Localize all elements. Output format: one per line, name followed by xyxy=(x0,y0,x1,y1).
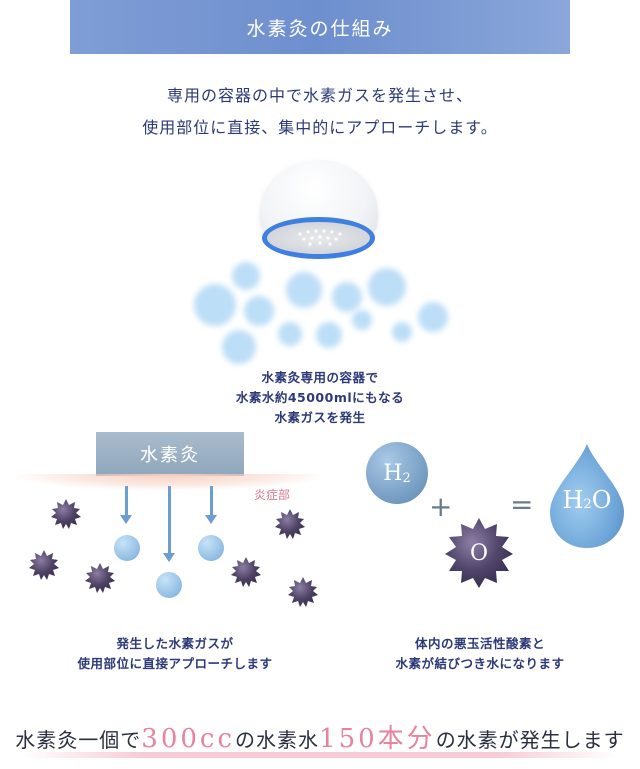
h2o-subscript: 2 xyxy=(583,497,592,512)
arrow-shaft xyxy=(168,486,171,554)
h2-subscript: 2 xyxy=(402,470,411,486)
oxygen-radical xyxy=(445,518,513,588)
radical-icon xyxy=(288,577,318,607)
gas-bubble xyxy=(352,310,372,330)
section-title-banner: 水素灸の仕組み xyxy=(70,0,570,54)
gas-bubble xyxy=(244,296,274,326)
inflammation-label: 炎症部 xyxy=(254,488,291,502)
radical-icon xyxy=(231,557,261,587)
arrow-shaft xyxy=(210,486,213,516)
hydrogen-molecule xyxy=(156,572,182,598)
gas-bubble xyxy=(418,302,448,332)
right-diagram-caption: 体内の悪玉活性酸素と 水素が結びつき水になります xyxy=(350,634,610,674)
arrow-down-icon xyxy=(120,515,132,524)
device-vent-holes xyxy=(298,229,342,246)
o-label: O xyxy=(469,540,489,566)
gas-bubble xyxy=(392,322,412,342)
h2-label: H xyxy=(383,460,403,486)
radical-icon xyxy=(275,509,305,539)
intro-line-1: 専用の容器の中で水素ガスを発生させ、 xyxy=(166,86,473,105)
radical-icon xyxy=(85,563,115,593)
highlight-150: 150本分 xyxy=(319,724,436,754)
bottom-part-2: の水素水 xyxy=(235,728,320,752)
device-caption-line-3: 水素ガスを発生 xyxy=(274,410,366,425)
skin-surface xyxy=(20,474,320,490)
section-title: 水素灸の仕組み xyxy=(246,17,394,40)
gas-bubble xyxy=(368,268,406,306)
left-caption-line-2: 使用部位に直接アプローチします xyxy=(77,656,273,671)
radical-icon xyxy=(29,550,59,580)
arrow-down-icon xyxy=(205,515,217,524)
gas-bubble xyxy=(194,284,236,326)
moxa-plate-label: 水素灸 xyxy=(140,445,200,466)
left-diagram-caption: 発生した水素ガスが 使用部位に直接アプローチします xyxy=(40,634,310,674)
gas-bubble xyxy=(286,272,322,308)
arrow-shaft xyxy=(125,486,128,516)
radical-icon xyxy=(51,499,81,529)
gas-bubble xyxy=(222,330,256,364)
h2o-h: H xyxy=(562,486,584,514)
gas-bubble xyxy=(232,262,260,290)
device-caption-line-1: 水素灸専用の容器で xyxy=(261,370,379,385)
device-caption: 水素灸専用の容器で 水素水約45000mlにもなる 水素ガスを発生 xyxy=(170,368,470,428)
water-drop-icon xyxy=(550,444,624,548)
moxa-plate: 水素灸 xyxy=(96,432,244,476)
arrow-down-icon xyxy=(163,553,175,562)
gas-bubble xyxy=(332,282,362,312)
equals-sign: = xyxy=(510,488,534,521)
bottom-part-1: 水素灸一個で xyxy=(15,728,142,752)
bottom-underline xyxy=(22,752,618,758)
device-ring xyxy=(262,217,375,259)
device-caption-line-2: 水素水約45000mlにもなる xyxy=(235,390,405,405)
bottom-part-3: の水素が発生します xyxy=(435,728,625,752)
right-caption-line-1: 体内の悪玉活性酸素と xyxy=(414,636,545,651)
gas-bubble xyxy=(316,322,342,348)
plus-sign: + xyxy=(429,490,453,523)
right-caption-line-2: 水素が結びつき水になります xyxy=(395,656,565,671)
intro-line-2: 使用部位に直接、集中的にアプローチします。 xyxy=(142,118,498,137)
highlight-300cc: 300cc xyxy=(141,724,236,754)
left-caption-line-1: 発生した水素ガスが xyxy=(116,636,234,651)
gas-bubble xyxy=(278,322,302,346)
bottom-statement: 水素灸一個で300ccの水素水150本分の水素が発生します xyxy=(0,718,640,755)
hydrogen-molecule xyxy=(198,535,224,561)
hydrogen-molecule xyxy=(114,535,140,561)
h2o-label: H2O xyxy=(544,486,630,514)
h2o-o: O xyxy=(591,486,612,514)
